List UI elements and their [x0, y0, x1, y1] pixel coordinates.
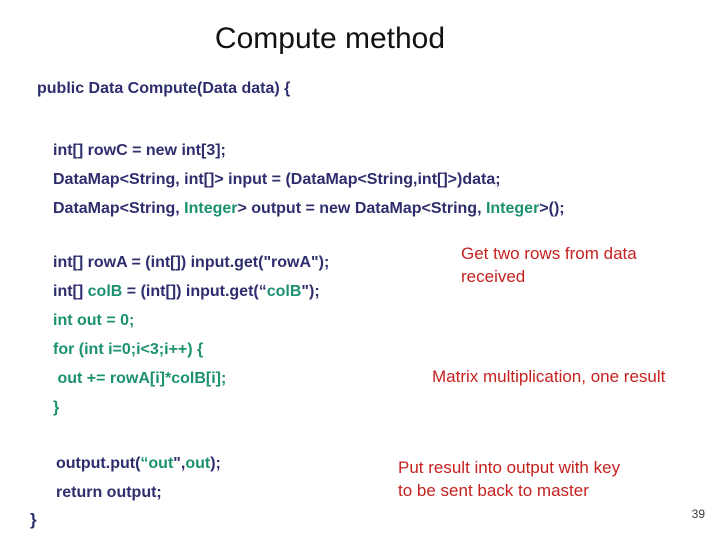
annotation-line: Put result into output with key	[398, 458, 621, 477]
code-line: DataMap<String, Integer> output = new Da…	[53, 200, 565, 217]
code-line: }	[53, 399, 60, 416]
code-block-declarations: int[] rowC = new int[3]; DataMap<String, …	[53, 136, 565, 223]
slide-title: Compute method	[214, 22, 446, 55]
code-line: int out = 0;	[53, 312, 135, 329]
annotation-matrix-multiplication: Matrix multiplication, one result	[432, 365, 665, 388]
code-line: for (int i=0;i<3;i++) {	[53, 341, 204, 358]
code-line: DataMap<String, int[]> input = (DataMap<…	[53, 171, 501, 188]
code-block-loop: int[] rowA = (int[]) input.get("rowA"); i…	[53, 248, 329, 422]
annotation-line: Get two rows from data	[461, 244, 637, 263]
code-method-signature: public Data Compute(Data data) {	[37, 74, 290, 103]
annotation-line: Matrix multiplication, one result	[432, 367, 666, 386]
code-line: return output;	[56, 484, 162, 501]
code-closing-brace: }	[30, 510, 37, 529]
code-line: int[] rowA = (int[]) input.get("rowA");	[53, 254, 330, 271]
annotation-get-rows: Get two rows from data received	[461, 242, 637, 288]
annotation-line: to be sent back to master	[398, 481, 589, 500]
page-number: 39	[691, 507, 705, 521]
annotation-put-result: Put result into output with key to be sen…	[398, 456, 620, 502]
code-line: public Data Compute(Data data) {	[37, 80, 291, 97]
code-line: int[] colB = (int[]) input.get(“colB");	[53, 283, 320, 300]
code-line: out += rowA[i]*colB[i];	[53, 370, 227, 387]
code-line: output.put(“out",out);	[56, 455, 221, 472]
code-block-output: output.put(“out",out); return output;	[56, 449, 221, 507]
annotation-line: received	[461, 267, 526, 286]
code-line: int[] rowC = new int[3];	[53, 142, 226, 159]
